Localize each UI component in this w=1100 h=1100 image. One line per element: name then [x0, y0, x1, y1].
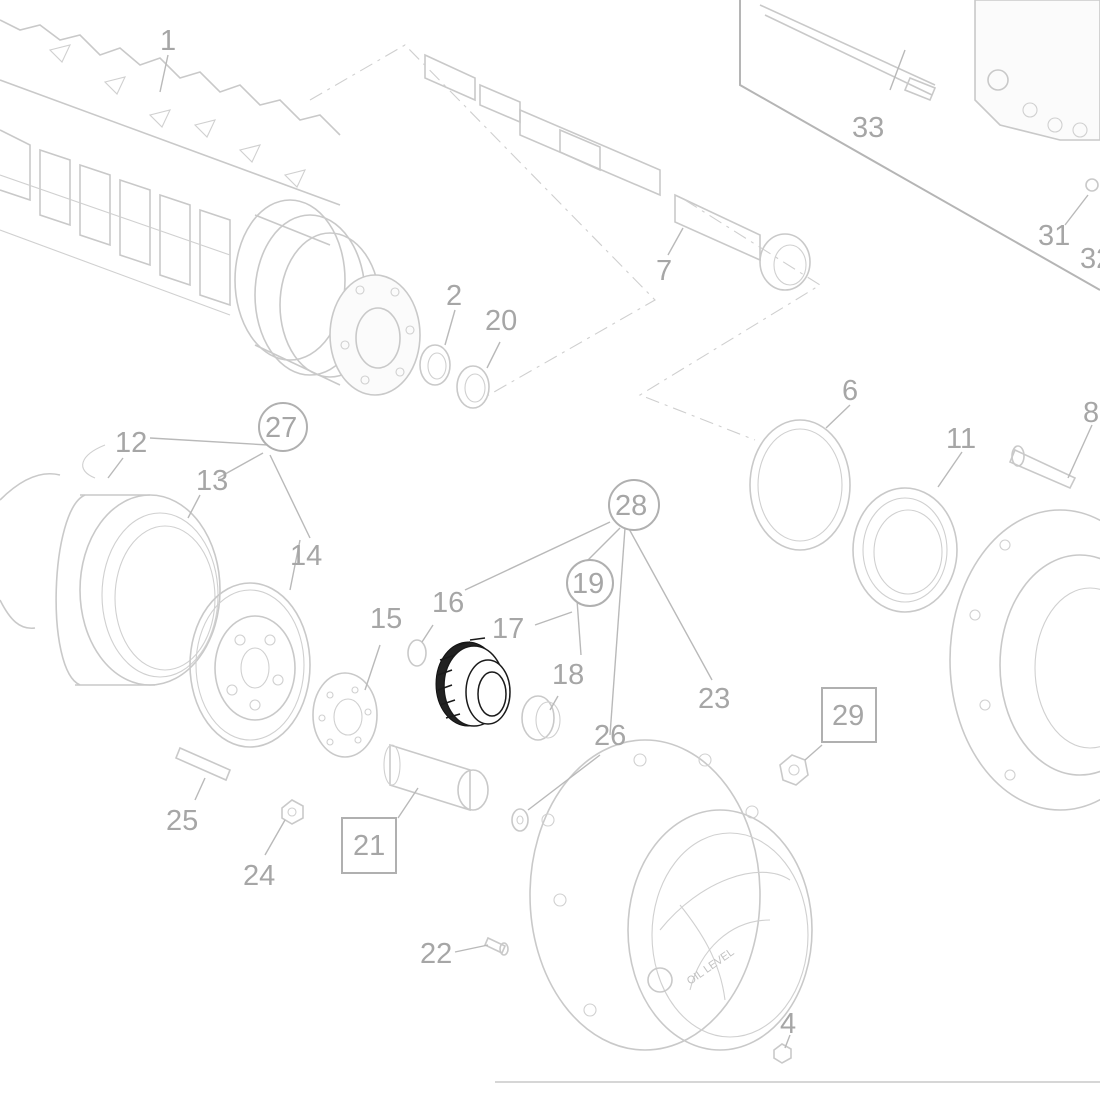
- stud-25: [174, 746, 232, 782]
- callout-12: 12: [115, 427, 147, 459]
- callout-17: 17: [492, 613, 524, 645]
- callout-33: 33: [852, 112, 884, 144]
- drum-hub: [234, 199, 421, 396]
- callout-2: 2: [446, 280, 462, 312]
- callout-21: 21: [353, 830, 385, 862]
- callout-27: 27: [265, 412, 297, 444]
- large-seal-6: [749, 419, 851, 551]
- callout-22: 22: [420, 938, 452, 970]
- callout-4: 4: [780, 1008, 796, 1040]
- track-belt: [0, 19, 341, 316]
- callout-26: 26: [594, 720, 626, 752]
- planet-carrier-14: [189, 582, 311, 748]
- wheel-hub-housing: [949, 509, 1100, 811]
- callout-16: 16: [432, 587, 464, 619]
- kit-circle-28: [608, 479, 660, 531]
- snap-ring-16: [407, 639, 427, 667]
- callout-32: 32: [1080, 243, 1100, 275]
- callout-15: 15: [370, 603, 402, 635]
- nut-24: [281, 799, 304, 825]
- callout-14: 14: [290, 540, 322, 572]
- plug-4: [773, 1043, 792, 1064]
- sun-gear-shaft-21: [383, 743, 489, 812]
- kit-box-21: [341, 817, 397, 874]
- leader-lines: [107, 49, 1093, 1049]
- kit-circle-27: [258, 402, 308, 452]
- inset-frame: [739, 0, 1100, 291]
- bolt-22: [483, 936, 509, 956]
- kit-box-29: [821, 687, 877, 743]
- nut-29: [779, 754, 809, 786]
- callout-29: 29: [832, 700, 864, 732]
- callout-20: 20: [485, 305, 517, 337]
- callout-11: 11: [946, 423, 976, 455]
- callout-7: 7: [656, 255, 672, 287]
- planet-gear-17-highlighted: [435, 637, 511, 727]
- washer-26: [511, 808, 529, 832]
- thrust-washer-15: [312, 672, 378, 758]
- callout-6: 6: [842, 375, 858, 407]
- drive-shaft: [424, 53, 811, 291]
- callout-31: 31: [1038, 220, 1070, 252]
- callout-18: 18: [552, 659, 584, 691]
- spacer-ring-2: [419, 344, 451, 386]
- callout-24: 24: [243, 860, 275, 892]
- gearbox-housing-23: OIL LEVEL: [529, 739, 813, 1051]
- callout-25: 25: [166, 805, 198, 837]
- callout-28: 28: [615, 490, 647, 522]
- needle-bearing-18: [521, 695, 561, 741]
- ring-gear-13: [0, 444, 221, 686]
- callout-1: 1: [160, 25, 176, 57]
- callout-23: 23: [698, 683, 730, 715]
- stud-bolt-8: [1008, 445, 1077, 490]
- callout-19: 19: [572, 568, 604, 600]
- callout-13: 13: [196, 465, 228, 497]
- callout-8: 8: [1083, 397, 1099, 429]
- seal-ring-20: [456, 365, 490, 409]
- bearing-11: [852, 487, 958, 613]
- kit-circle-19: [566, 559, 614, 607]
